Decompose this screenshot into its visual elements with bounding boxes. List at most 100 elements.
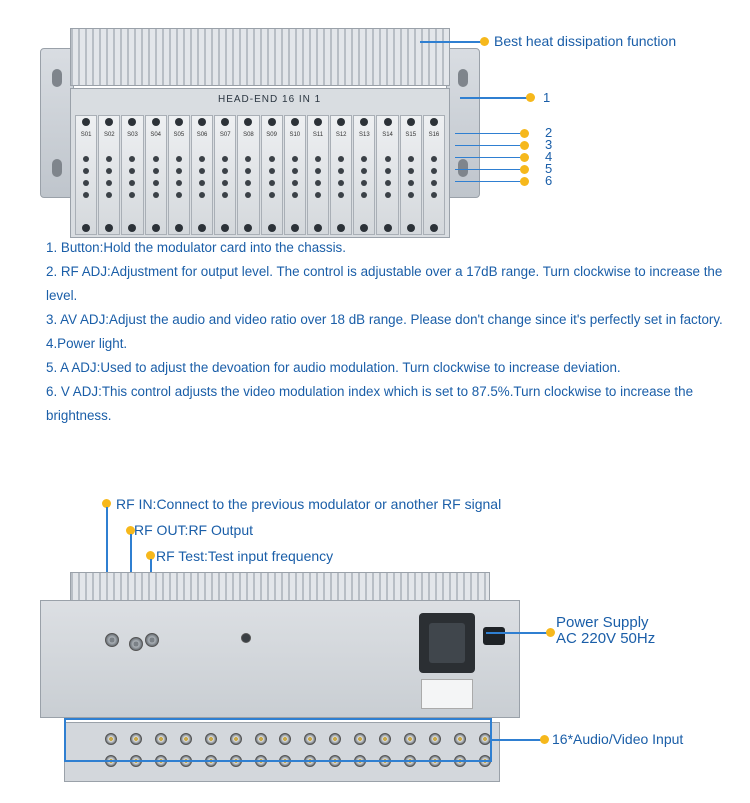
card-knob	[199, 168, 206, 174]
card-knob	[361, 192, 368, 198]
card-knob	[175, 156, 182, 162]
rear-panel	[40, 600, 520, 718]
heat-callout-line	[420, 41, 482, 43]
card-knob	[83, 192, 90, 198]
audio-jack	[204, 733, 217, 745]
card-knob	[152, 180, 159, 186]
card-knob	[314, 156, 321, 162]
card-number: S02	[103, 132, 115, 138]
card-knob	[291, 180, 298, 186]
card-top-screw	[313, 118, 322, 126]
audio-jack	[229, 733, 242, 745]
card-knob	[314, 192, 321, 198]
right-rack-ear	[446, 48, 480, 198]
card-knob	[291, 156, 298, 162]
card-knob	[314, 168, 321, 174]
card-knob	[338, 156, 345, 162]
description-1: 1. Button:Hold the modulator card into t…	[46, 240, 346, 255]
audio-jack	[428, 733, 441, 745]
card-bottom-screw	[174, 224, 183, 232]
description-2: 2. RF ADJ:Adjustment for output level. T…	[46, 264, 723, 303]
modulator-card: S13	[353, 115, 376, 235]
card-knob	[407, 180, 414, 186]
callout-dot-3	[520, 141, 529, 150]
card-number: S13	[359, 132, 370, 138]
feature-descriptions: 1. Button:Hold the modulator card into t…	[46, 236, 736, 428]
card-knob	[407, 168, 414, 174]
card-number: S01	[80, 132, 92, 138]
rear-ventilated-lid	[70, 572, 490, 602]
card-knob	[268, 168, 275, 174]
modulator-card: S11	[306, 115, 330, 235]
card-knob	[430, 168, 437, 174]
card-knob	[175, 192, 182, 198]
card-knob	[175, 168, 182, 174]
card-knob	[268, 192, 275, 198]
card-knob	[199, 180, 206, 186]
card-top-screw	[128, 118, 137, 126]
card-knob	[83, 168, 90, 174]
audio-jack	[105, 733, 117, 745]
card-knob	[407, 192, 414, 198]
card-knob	[106, 168, 113, 174]
power-callout-dot	[546, 628, 555, 637]
power-supply-line1: Power Supply	[556, 614, 649, 631]
card-knob	[222, 156, 229, 162]
card-knob	[338, 180, 345, 186]
card-number: S14	[382, 132, 393, 138]
card-knob	[245, 192, 252, 198]
card-knob	[129, 168, 136, 174]
card-knob	[268, 156, 275, 162]
modulator-card: S10	[283, 115, 306, 235]
callout-line-1	[460, 97, 528, 99]
card-knob	[361, 156, 368, 162]
callout-number-3: 3	[545, 137, 553, 152]
audio-jack	[379, 733, 392, 745]
description-3: 3. AV ADJ:Adjust the audio and video rat…	[46, 312, 723, 327]
card-number: S08	[243, 132, 254, 138]
card-bottom-screw	[290, 224, 299, 232]
rf-adj-hole	[241, 633, 251, 643]
heat-callout-dot	[480, 37, 489, 46]
callout-number-4: 4	[545, 149, 553, 164]
power-socket	[419, 613, 475, 673]
audio-jack	[254, 733, 267, 745]
card-number: S10	[289, 132, 301, 138]
callout-line-4	[455, 157, 521, 158]
callout-dot-4	[520, 153, 529, 162]
chassis-label: HEAD-END 16 IN 1	[218, 94, 322, 105]
card-bottom-screw	[429, 224, 438, 232]
card-top-screw	[105, 118, 114, 126]
card-top-screw	[383, 118, 392, 126]
rf-out-connector	[145, 633, 159, 647]
card-bottom-screw	[313, 224, 322, 232]
card-top-screw	[198, 118, 207, 126]
card-bottom-screw	[198, 224, 207, 232]
card-top-screw	[174, 118, 183, 126]
audio-jack	[404, 733, 417, 745]
card-knob	[338, 168, 345, 174]
card-knob	[291, 168, 298, 174]
card-knob	[291, 192, 298, 198]
callout-number-6: 6	[545, 173, 553, 188]
card-knob	[314, 180, 321, 186]
card-knob	[152, 156, 159, 162]
callout-dot-2	[520, 129, 529, 138]
card-knob	[245, 180, 252, 186]
card-bottom-screw	[337, 224, 346, 232]
rf-test-connector	[129, 637, 143, 651]
callout-number-2: 2	[545, 125, 553, 140]
description-5: 5. A ADJ:Used to adjust the devoation fo…	[46, 360, 621, 375]
modulator-card: S09	[260, 115, 283, 235]
card-knob	[222, 168, 229, 174]
card-bottom-screw	[406, 224, 415, 232]
card-knob	[384, 156, 391, 162]
modulator-card: S01	[75, 115, 98, 235]
card-bottom-screw	[82, 224, 91, 232]
card-top-screw	[82, 118, 91, 126]
power-supply-line2: AC 220V 50Hz	[556, 630, 656, 647]
card-number: S07	[219, 132, 231, 138]
audio-jack	[354, 733, 367, 745]
card-knob	[430, 156, 437, 162]
